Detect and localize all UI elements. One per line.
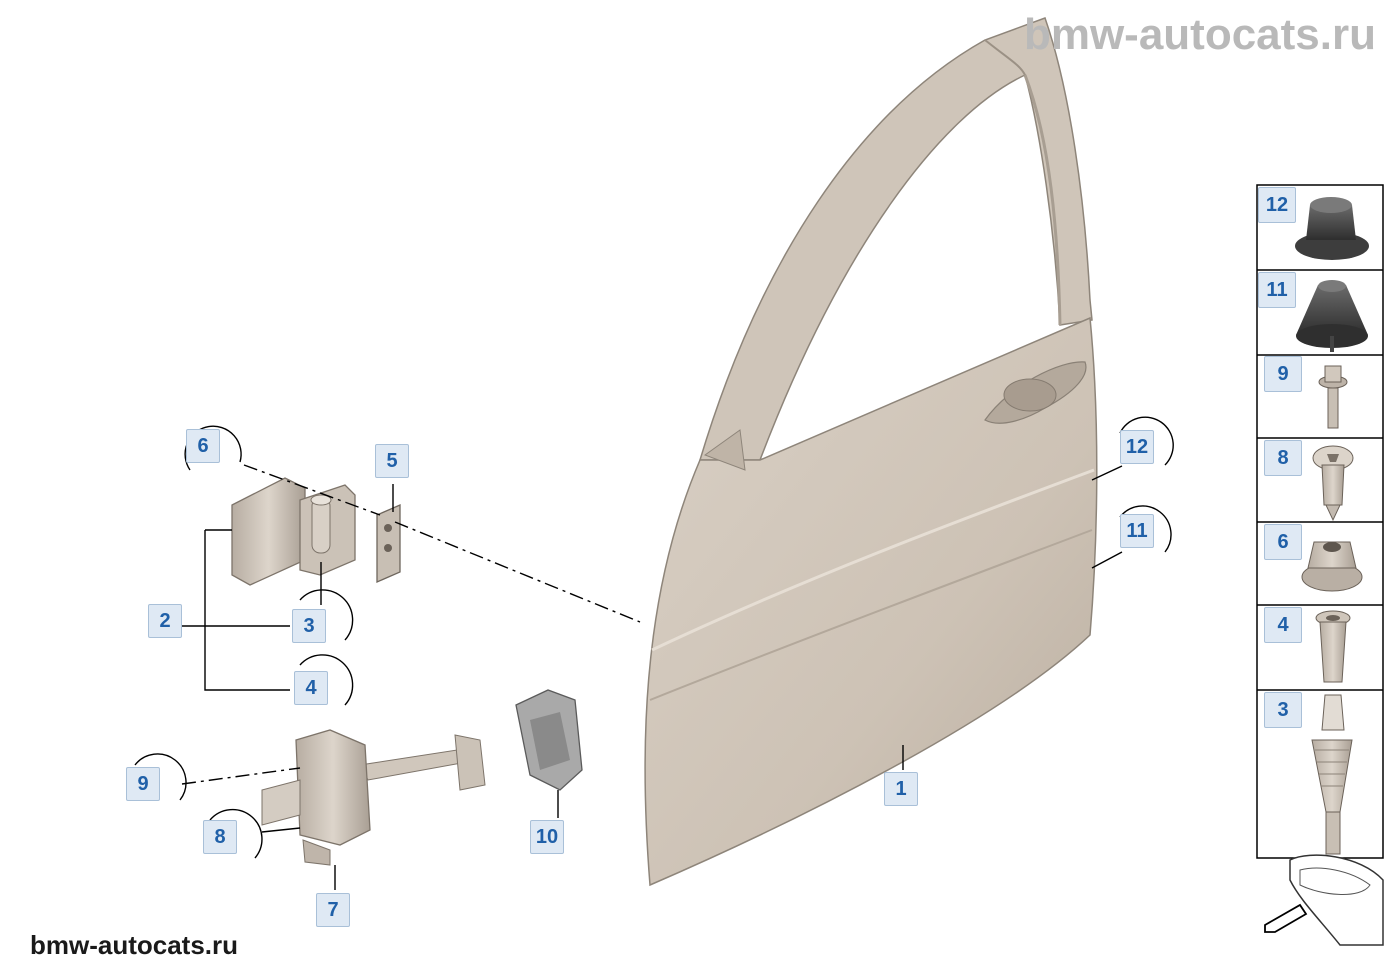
door-check-strap bbox=[261, 729, 486, 866]
callout-hinge-nut[interactable]: 6 bbox=[186, 429, 220, 463]
legend-callout-3[interactable]: 3 bbox=[1264, 692, 1302, 728]
callout-check-bolt[interactable]: 9 bbox=[126, 767, 160, 801]
rivet-nut-icon bbox=[1315, 610, 1351, 683]
legend-callout-6[interactable]: 6 bbox=[1264, 524, 1302, 560]
hinge-shim-plate bbox=[376, 504, 401, 583]
door-bump-stop bbox=[515, 689, 583, 791]
door-shell bbox=[644, 17, 1098, 887]
door-panel bbox=[644, 316, 1098, 887]
callout-door[interactable]: 1 bbox=[884, 772, 918, 806]
callout-hinge[interactable]: 2 bbox=[148, 604, 182, 638]
torx-screw-icon bbox=[1312, 445, 1354, 522]
legend-callout-8[interactable]: 8 bbox=[1264, 440, 1302, 476]
callout-buffer-upper[interactable]: 12 bbox=[1120, 430, 1154, 464]
fastener-legend bbox=[1256, 184, 1384, 859]
bolt-collar-icon bbox=[1318, 365, 1348, 429]
callout-buffer-lower[interactable]: 11 bbox=[1120, 514, 1154, 548]
legend-callout-9[interactable]: 9 bbox=[1264, 356, 1302, 392]
window-frame bbox=[698, 17, 1093, 461]
callout-check-screw[interactable]: 8 bbox=[203, 820, 237, 854]
leader-lines bbox=[180, 464, 1123, 890]
watermark-top: bmw-autocats.ru bbox=[1023, 10, 1376, 59]
car-locator-icon bbox=[1264, 854, 1384, 946]
flange-nut-icon bbox=[1301, 541, 1363, 592]
callout-circles bbox=[134, 416, 1174, 859]
buffer-lower-icon bbox=[1296, 280, 1368, 352]
door-hinge bbox=[231, 477, 356, 586]
callout-door-check[interactable]: 7 bbox=[316, 893, 350, 927]
callout-hinge-bolt-lower[interactable]: 4 bbox=[294, 671, 328, 705]
watermark-bottom: bmw-autocats.ru bbox=[30, 930, 239, 960]
callout-hinge-bolt-upper[interactable]: 3 bbox=[292, 609, 326, 643]
legend-callout-4[interactable]: 4 bbox=[1264, 607, 1302, 643]
buffer-upper-icon bbox=[1295, 197, 1369, 260]
legend-callout-12[interactable]: 12 bbox=[1258, 187, 1296, 223]
stud-bolt-icon bbox=[1311, 694, 1353, 855]
legend-callout-11[interactable]: 11 bbox=[1258, 272, 1296, 308]
callout-bump-stop[interactable]: 10 bbox=[530, 820, 564, 854]
callout-shim[interactable]: 5 bbox=[375, 444, 409, 478]
